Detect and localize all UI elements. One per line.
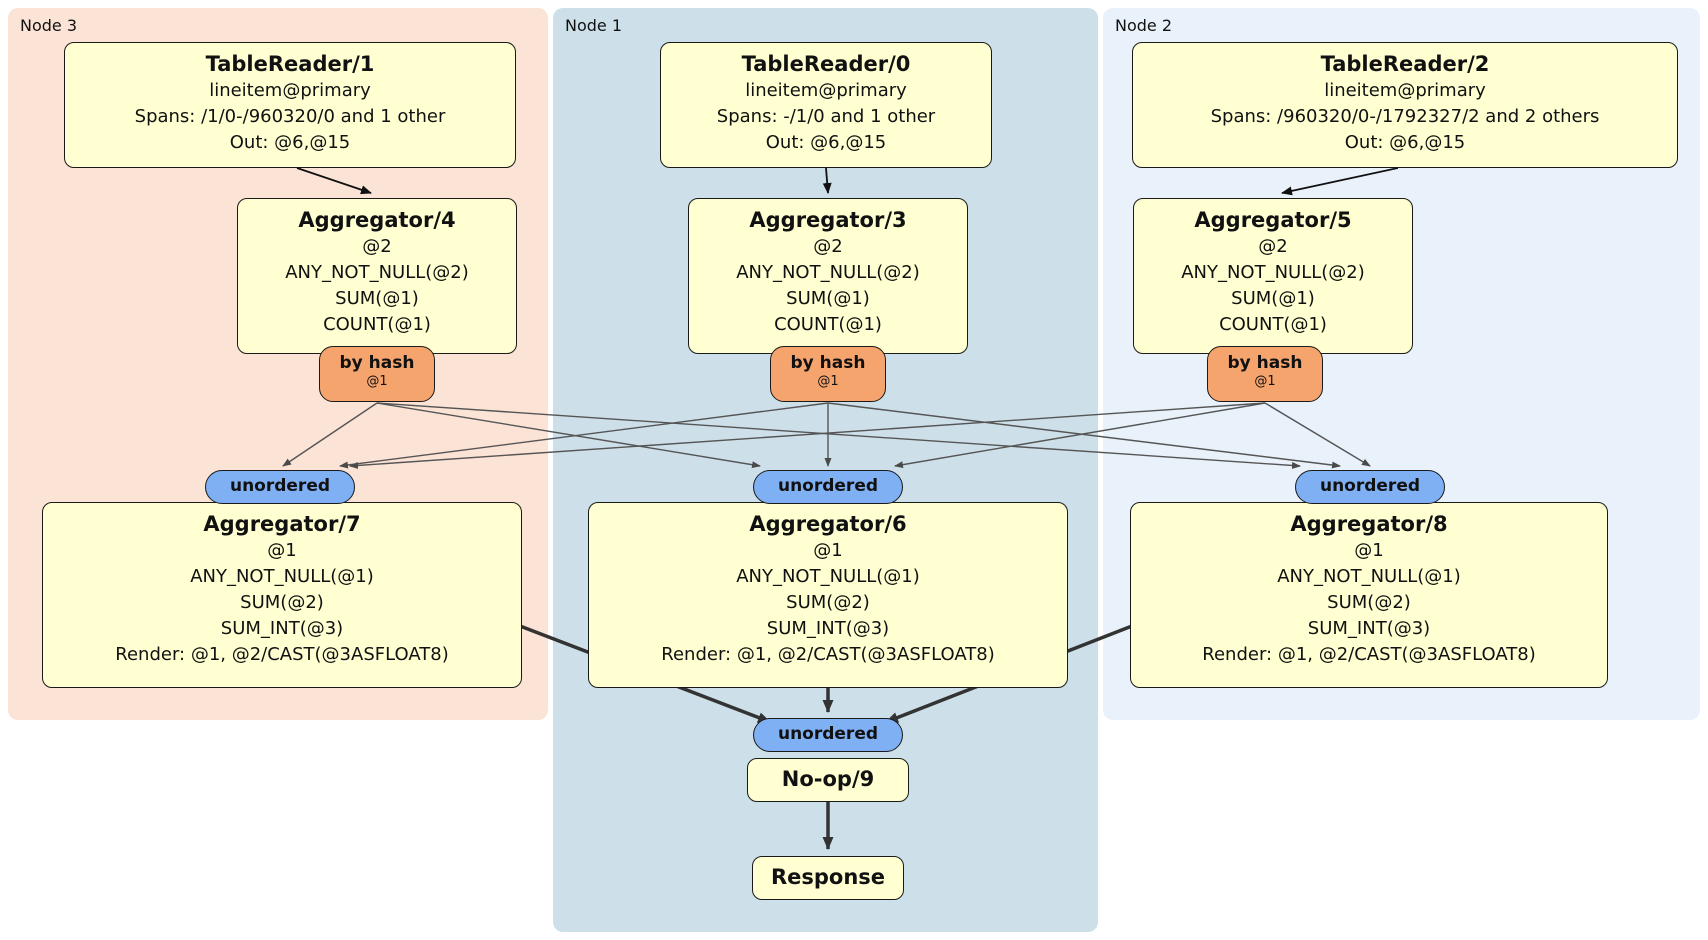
aggregator-8-title: Aggregator/8 — [1290, 512, 1448, 536]
aggregator-5-box: Aggregator/5 @2 ANY_NOT_NULL(@2) SUM(@1)… — [1133, 198, 1413, 354]
region-node-3-label: Node 3 — [20, 16, 78, 35]
tablereader-1-box: TableReader/1 lineitem@primary Spans: /1… — [64, 42, 516, 168]
tablereader-0-title: TableReader/0 — [741, 52, 911, 76]
sync-final-unordered: unordered — [753, 718, 903, 752]
aggregator-6-expr: SUM(@2) — [786, 592, 870, 613]
aggregator-7-title: Aggregator/7 — [203, 512, 361, 536]
aggregator-4-title: Aggregator/4 — [298, 208, 456, 232]
tablereader-1-spans: Spans: /1/0-/960320/0 and 1 other — [134, 106, 446, 127]
aggregator-6-title: Aggregator/6 — [749, 512, 907, 536]
aggregator-4-group: @2 — [362, 236, 392, 257]
tablereader-0-table: lineitem@primary — [745, 80, 907, 101]
aggregator-7-expr: SUM(@2) — [240, 592, 324, 613]
router-node1-by-hash: by hash @1 — [770, 346, 886, 402]
tablereader-2-out: Out: @6,@15 — [1344, 132, 1466, 153]
tablereader-2-table: lineitem@primary — [1324, 80, 1486, 101]
aggregator-6-expr: SUM_INT(@3) — [766, 618, 890, 639]
aggregator-5-expr: ANY_NOT_NULL(@2) — [1181, 262, 1365, 283]
aggregator-6-expr: ANY_NOT_NULL(@1) — [736, 566, 920, 587]
router-node1-detail: @1 — [817, 374, 839, 389]
response-box: Response — [752, 856, 904, 900]
tablereader-2-title: TableReader/2 — [1320, 52, 1490, 76]
aggregator-4-expr: COUNT(@1) — [323, 314, 431, 335]
aggregator-8-expr: SUM_INT(@3) — [1307, 618, 1431, 639]
tablereader-2-box: TableReader/2 lineitem@primary Spans: /9… — [1132, 42, 1678, 168]
tablereader-0-out: Out: @6,@15 — [765, 132, 887, 153]
aggregator-6-box: Aggregator/6 @1 ANY_NOT_NULL(@1) SUM(@2)… — [588, 502, 1068, 688]
aggregator-8-expr: SUM(@2) — [1327, 592, 1411, 613]
router-node2-detail: @1 — [1254, 374, 1276, 389]
tablereader-1-title: TableReader/1 — [205, 52, 375, 76]
tablereader-1-out: Out: @6,@15 — [229, 132, 351, 153]
aggregator-3-group: @2 — [813, 236, 843, 257]
aggregator-7-group: @1 — [267, 540, 297, 561]
aggregator-3-box: Aggregator/3 @2 ANY_NOT_NULL(@2) SUM(@1)… — [688, 198, 968, 354]
aggregator-3-expr: COUNT(@1) — [774, 314, 882, 335]
noop-9-box: No-op/9 — [747, 758, 909, 802]
region-node-2-label: Node 2 — [1115, 16, 1173, 35]
aggregator-3-expr: ANY_NOT_NULL(@2) — [736, 262, 920, 283]
tablereader-1-table: lineitem@primary — [209, 80, 371, 101]
aggregator-8-render: Render: @1, @2/CAST(@3ASFLOAT8) — [1202, 644, 1536, 665]
router-node3-by-hash: by hash @1 — [319, 346, 435, 402]
aggregator-5-title: Aggregator/5 — [1194, 208, 1352, 232]
aggregator-7-render: Render: @1, @2/CAST(@3ASFLOAT8) — [115, 644, 449, 665]
noop-9-title: No-op/9 — [781, 767, 875, 791]
sync-node2-unordered: unordered — [1295, 470, 1445, 504]
aggregator-8-box: Aggregator/8 @1 ANY_NOT_NULL(@1) SUM(@2)… — [1130, 502, 1608, 688]
aggregator-5-expr: COUNT(@1) — [1219, 314, 1327, 335]
aggregator-4-expr: SUM(@1) — [335, 288, 419, 309]
aggregator-4-box: Aggregator/4 @2 ANY_NOT_NULL(@2) SUM(@1)… — [237, 198, 517, 354]
sync-node1-unordered: unordered — [753, 470, 903, 504]
router-node3-detail: @1 — [366, 374, 388, 389]
sync-node3-unordered: unordered — [205, 470, 355, 504]
aggregator-3-expr: SUM(@1) — [786, 288, 870, 309]
aggregator-5-group: @2 — [1258, 236, 1288, 257]
aggregator-7-expr: ANY_NOT_NULL(@1) — [190, 566, 374, 587]
router-node3-label: by hash — [339, 353, 415, 373]
aggregator-3-title: Aggregator/3 — [749, 208, 907, 232]
aggregator-6-group: @1 — [813, 540, 843, 561]
router-node1-label: by hash — [790, 353, 866, 373]
router-node2-by-hash: by hash @1 — [1207, 346, 1323, 402]
tablereader-0-box: TableReader/0 lineitem@primary Spans: -/… — [660, 42, 992, 168]
response-title: Response — [770, 865, 886, 889]
router-node2-label: by hash — [1227, 353, 1303, 373]
aggregator-8-group: @1 — [1354, 540, 1384, 561]
region-node-1-label: Node 1 — [565, 16, 623, 35]
aggregator-6-render: Render: @1, @2/CAST(@3ASFLOAT8) — [661, 644, 995, 665]
aggregator-7-expr: SUM_INT(@3) — [220, 618, 344, 639]
aggregator-5-expr: SUM(@1) — [1231, 288, 1315, 309]
aggregator-8-expr: ANY_NOT_NULL(@1) — [1277, 566, 1461, 587]
aggregator-4-expr: ANY_NOT_NULL(@2) — [285, 262, 469, 283]
tablereader-2-spans: Spans: /960320/0-/1792327/2 and 2 others — [1210, 106, 1600, 127]
aggregator-7-box: Aggregator/7 @1 ANY_NOT_NULL(@1) SUM(@2)… — [42, 502, 522, 688]
tablereader-0-spans: Spans: -/1/0 and 1 other — [716, 106, 936, 127]
